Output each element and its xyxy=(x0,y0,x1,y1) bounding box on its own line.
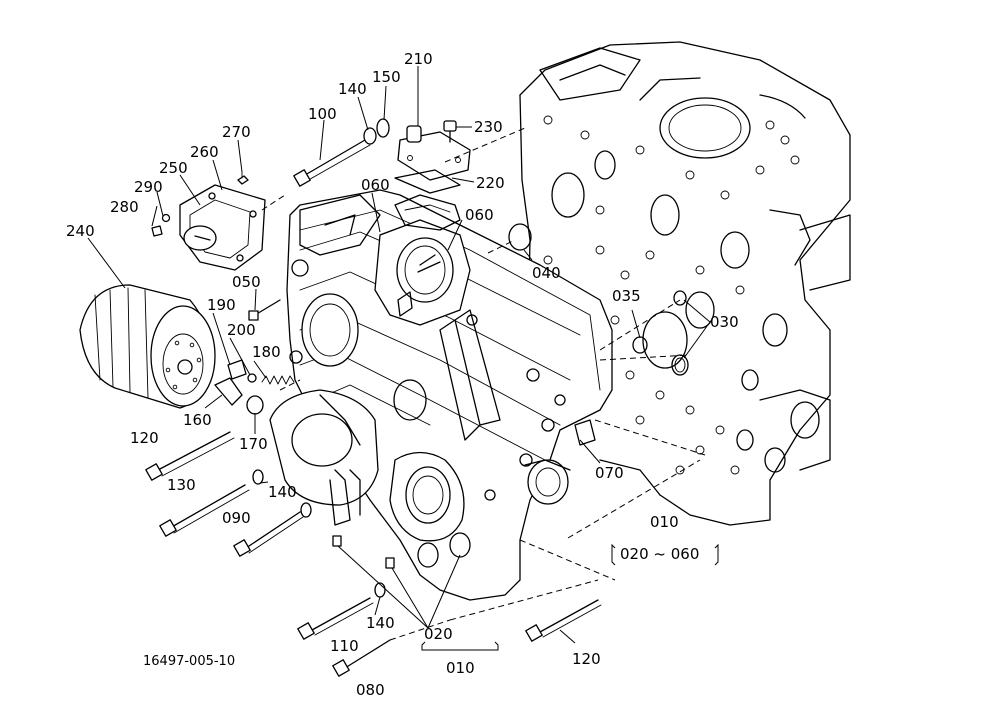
drawing-number: 16497-005-10 xyxy=(143,654,235,669)
callout-220: 220 xyxy=(476,174,505,192)
callout-labels: 210 150 140 100 230 220 270 260 250 290 … xyxy=(66,50,739,699)
callout-110: 110 xyxy=(330,637,359,655)
callout-060-a: 060 xyxy=(361,176,390,194)
callout-180: 180 xyxy=(252,343,281,361)
callout-210: 210 xyxy=(404,50,433,68)
callout-200: 200 xyxy=(227,321,256,339)
oil-filter xyxy=(79,284,216,409)
callout-290: 290 xyxy=(134,178,163,196)
callout-160: 160 xyxy=(183,411,212,429)
callout-260: 260 xyxy=(190,143,219,161)
filter-bracket xyxy=(151,171,266,271)
callout-270: 270 xyxy=(222,123,251,141)
callout-035: 035 xyxy=(612,287,641,305)
callout-010-range: 020 ~ 060 xyxy=(620,545,699,563)
callout-240: 240 xyxy=(66,222,95,240)
callout-230: 230 xyxy=(474,118,503,136)
callout-170: 170 xyxy=(239,435,268,453)
callout-140-top: 140 xyxy=(338,80,367,98)
callout-100: 100 xyxy=(308,105,337,123)
engine-block xyxy=(519,41,851,526)
callout-120-right: 120 xyxy=(572,650,601,668)
callout-040: 040 xyxy=(532,264,561,282)
small-parts xyxy=(145,118,689,677)
leader-lines xyxy=(87,66,711,644)
callout-060-b: 060 xyxy=(465,206,494,224)
callout-010: 010 xyxy=(650,513,679,531)
callout-280: 280 xyxy=(110,198,139,216)
callout-140-mid: 140 xyxy=(268,483,297,501)
callout-130: 130 xyxy=(167,476,196,494)
callout-250: 250 xyxy=(159,159,188,177)
callout-090: 090 xyxy=(222,509,251,527)
callout-080: 080 xyxy=(356,681,385,699)
callout-190: 190 xyxy=(207,296,236,314)
callout-050: 050 xyxy=(232,273,261,291)
assembly-lines xyxy=(261,127,706,641)
group-brackets xyxy=(421,543,719,651)
callout-010-bottom: 010 xyxy=(446,659,475,677)
callout-020: 020 xyxy=(424,625,453,643)
callout-070: 070 xyxy=(595,464,624,482)
gear-case xyxy=(269,189,613,601)
callout-150: 150 xyxy=(372,68,401,86)
callout-120-left: 120 xyxy=(130,429,159,447)
callout-030: 030 xyxy=(710,313,739,331)
callout-140-bottom: 140 xyxy=(366,614,395,632)
